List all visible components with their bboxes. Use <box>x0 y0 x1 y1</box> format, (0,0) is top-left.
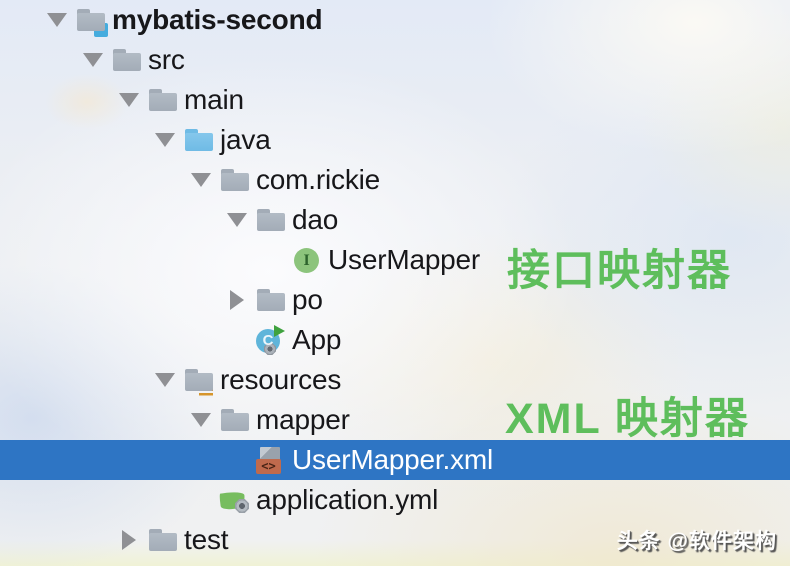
tree-row-label: mapper <box>256 404 350 435</box>
tree-row-label: java <box>220 124 271 155</box>
chevron-down-icon[interactable] <box>76 40 112 80</box>
chevron-down-icon[interactable] <box>148 120 184 160</box>
tree-row-label: App <box>292 324 342 355</box>
tree-row-label: application.yml <box>256 484 439 515</box>
chevron-right-icon[interactable] <box>220 280 256 320</box>
chevron-down-icon[interactable] <box>148 360 184 400</box>
tree-row-resources[interactable]: resources <box>0 360 790 400</box>
package-folder-icon <box>256 205 286 235</box>
tree-row-label: resources <box>220 364 342 395</box>
annotation-interface-mapper: 接口映射器 <box>507 247 732 295</box>
resources-folder-icon <box>184 365 214 398</box>
runnable-class-icon <box>256 325 286 355</box>
tree-row-label: src <box>148 44 185 75</box>
chevron-down-icon[interactable] <box>184 160 220 200</box>
package-folder-icon <box>220 165 250 195</box>
tree-row-label: main <box>184 84 244 115</box>
project-folder-icon-badge <box>94 23 108 37</box>
chevron-down-icon[interactable] <box>40 0 76 40</box>
source-root-folder-icon <box>184 125 214 155</box>
package-folder-icon-badge <box>263 218 272 227</box>
project-folder-icon <box>76 5 108 37</box>
tree-row-mybatis-second[interactable]: mybatis-second <box>0 0 790 40</box>
runnable-class-icon-badge <box>256 325 286 355</box>
tree-row-main[interactable]: main <box>0 80 790 120</box>
annotation-xml-mapper: XML 映射器 <box>505 395 750 443</box>
spring-config-icon <box>220 485 250 515</box>
chevron-down-icon[interactable] <box>220 200 256 240</box>
tree-row-label: mybatis-second <box>112 4 323 35</box>
arrow-spacer <box>220 320 256 360</box>
folder-icon <box>148 85 178 115</box>
tree-row-label: test <box>184 524 229 555</box>
arrow-spacer <box>220 440 256 480</box>
folder-icon <box>112 45 142 75</box>
tree-row-label: po <box>292 284 323 315</box>
tree-row-label: com.rickie <box>256 164 381 195</box>
package-folder-icon <box>256 285 286 315</box>
chevron-down-icon[interactable] <box>184 400 220 440</box>
tree-row-java[interactable]: java <box>0 120 790 160</box>
arrow-spacer <box>256 240 292 280</box>
tree-row-src[interactable]: src <box>0 40 790 80</box>
tree-row-mapper[interactable]: mapper <box>0 400 790 440</box>
tree-row-po[interactable]: po <box>0 280 790 320</box>
tree-row-usermapper[interactable]: UserMapper <box>0 240 790 280</box>
tree-row-label: UserMapper.xml <box>292 444 494 475</box>
interface-icon <box>292 245 322 275</box>
tree-row-label: UserMapper <box>328 244 481 275</box>
tree-row-application-yml[interactable]: application.yml <box>0 480 790 520</box>
tree-row-com-rickie[interactable]: com.rickie <box>0 160 790 200</box>
tree-row-test[interactable]: test <box>0 520 790 560</box>
package-folder-icon-badge <box>263 298 272 307</box>
tree-row-usermapper-xml[interactable]: UserMapper.xml <box>0 440 790 480</box>
xml-file-icon <box>256 445 286 475</box>
folder-icon <box>220 405 250 435</box>
arrow-spacer <box>184 480 220 520</box>
tree-row-app[interactable]: App <box>0 320 790 360</box>
package-folder-icon-badge <box>227 178 236 187</box>
chevron-right-icon[interactable] <box>112 520 148 560</box>
tree-row-dao[interactable]: dao <box>0 200 790 240</box>
resources-folder-icon-badge <box>199 384 213 398</box>
tree-row-label: dao <box>292 204 339 235</box>
watermark: 头条 @软件架构 <box>617 525 777 555</box>
chevron-down-icon[interactable] <box>112 80 148 120</box>
watermark-text: 头条 @软件架构 <box>616 530 777 553</box>
folder-icon <box>148 525 178 555</box>
